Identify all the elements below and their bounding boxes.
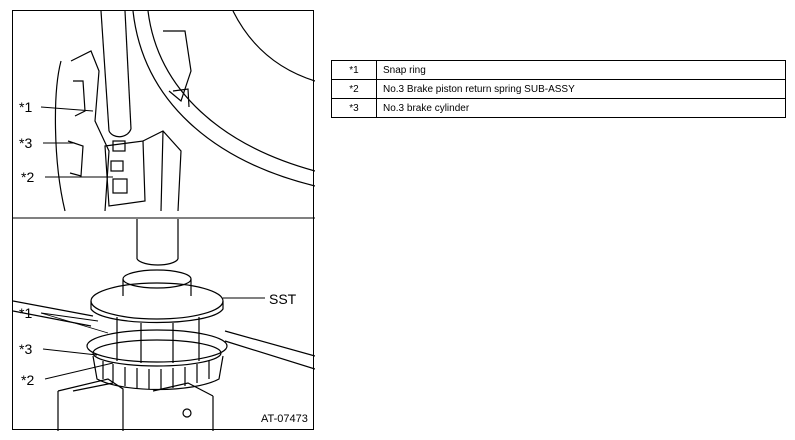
table-row: *3 No.3 brake cylinder [331, 98, 786, 118]
sst-label: SST [269, 291, 297, 307]
table-row: *1 Snap ring [331, 60, 786, 80]
callout-snap-ring-top: *1 [19, 99, 33, 115]
callout-return-spring-top: *2 [21, 169, 35, 185]
legend-text: No.3 Brake piston return spring SUB-ASSY [376, 79, 786, 99]
illustration-frame: *1 *3 *2 *1 *3 *2 SST AT-07473 [12, 10, 315, 431]
callout-return-spring-bottom: *2 [21, 372, 35, 388]
legend-key: *1 [331, 60, 377, 80]
table-row: *2 No.3 Brake piston return spring SUB-A… [331, 79, 786, 99]
legend-text: No.3 brake cylinder [376, 98, 786, 118]
callout-brake-cylinder-top: *3 [19, 135, 33, 151]
callout-brake-cylinder-bottom: *3 [19, 341, 33, 357]
legend-key: *3 [331, 98, 377, 118]
legend-text: Snap ring [376, 60, 786, 80]
figure-code: AT-07473 [261, 413, 308, 425]
legend-key: *2 [331, 79, 377, 99]
callout-snap-ring-bottom: *1 [19, 305, 33, 321]
parts-legend-table: *1 Snap ring *2 No.3 Brake piston return… [331, 60, 786, 118]
exploded-view-drawing [13, 11, 315, 431]
